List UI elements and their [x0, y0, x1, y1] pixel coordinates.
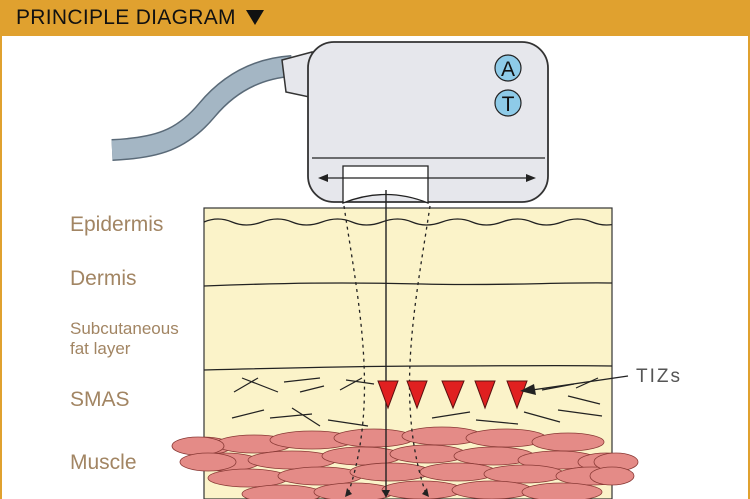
label-dermis: Dermis	[70, 267, 137, 290]
beam-right-arrow-icon	[422, 488, 429, 497]
device-cable-fill	[111, 56, 293, 160]
transducer-window	[342, 165, 429, 204]
muscle-overhang	[171, 436, 639, 486]
label-fat-layer: fat layer	[70, 339, 131, 358]
page-title: PRINCIPLE DIAGRAM	[16, 6, 264, 30]
scan-arrow-right-icon	[526, 174, 536, 182]
button-a-label: A	[501, 58, 515, 81]
beam-left-arrow-icon	[345, 488, 352, 497]
beam-left	[343, 205, 366, 495]
button-t-label: T	[502, 93, 515, 116]
center-arrow-icon	[382, 490, 390, 498]
dermis-line	[204, 282, 612, 287]
button-a-icon[interactable]	[494, 54, 522, 82]
tizs-label: TIZs	[636, 366, 682, 387]
label-muscle: Muscle	[70, 451, 137, 474]
header-bar: PRINCIPLE DIAGRAM	[2, 0, 748, 36]
triangle-down-icon	[245, 10, 264, 25]
tizs-pointer-arrow-icon	[520, 384, 536, 395]
label-subcutaneous: Subcutaneous	[70, 319, 179, 338]
scan-arrow-left-icon	[318, 174, 328, 182]
tizs-pointer-line	[531, 375, 629, 391]
beam-right	[408, 205, 431, 495]
label-smas: SMAS	[70, 388, 130, 411]
button-t-icon[interactable]	[494, 89, 522, 117]
label-epidermis: Epidermis	[70, 213, 163, 236]
fat-layer-line	[204, 364, 612, 371]
epidermis-line	[204, 218, 612, 226]
tiz-markers	[377, 380, 528, 410]
muscle-fibers	[204, 426, 612, 499]
smas-fibers	[231, 377, 603, 427]
